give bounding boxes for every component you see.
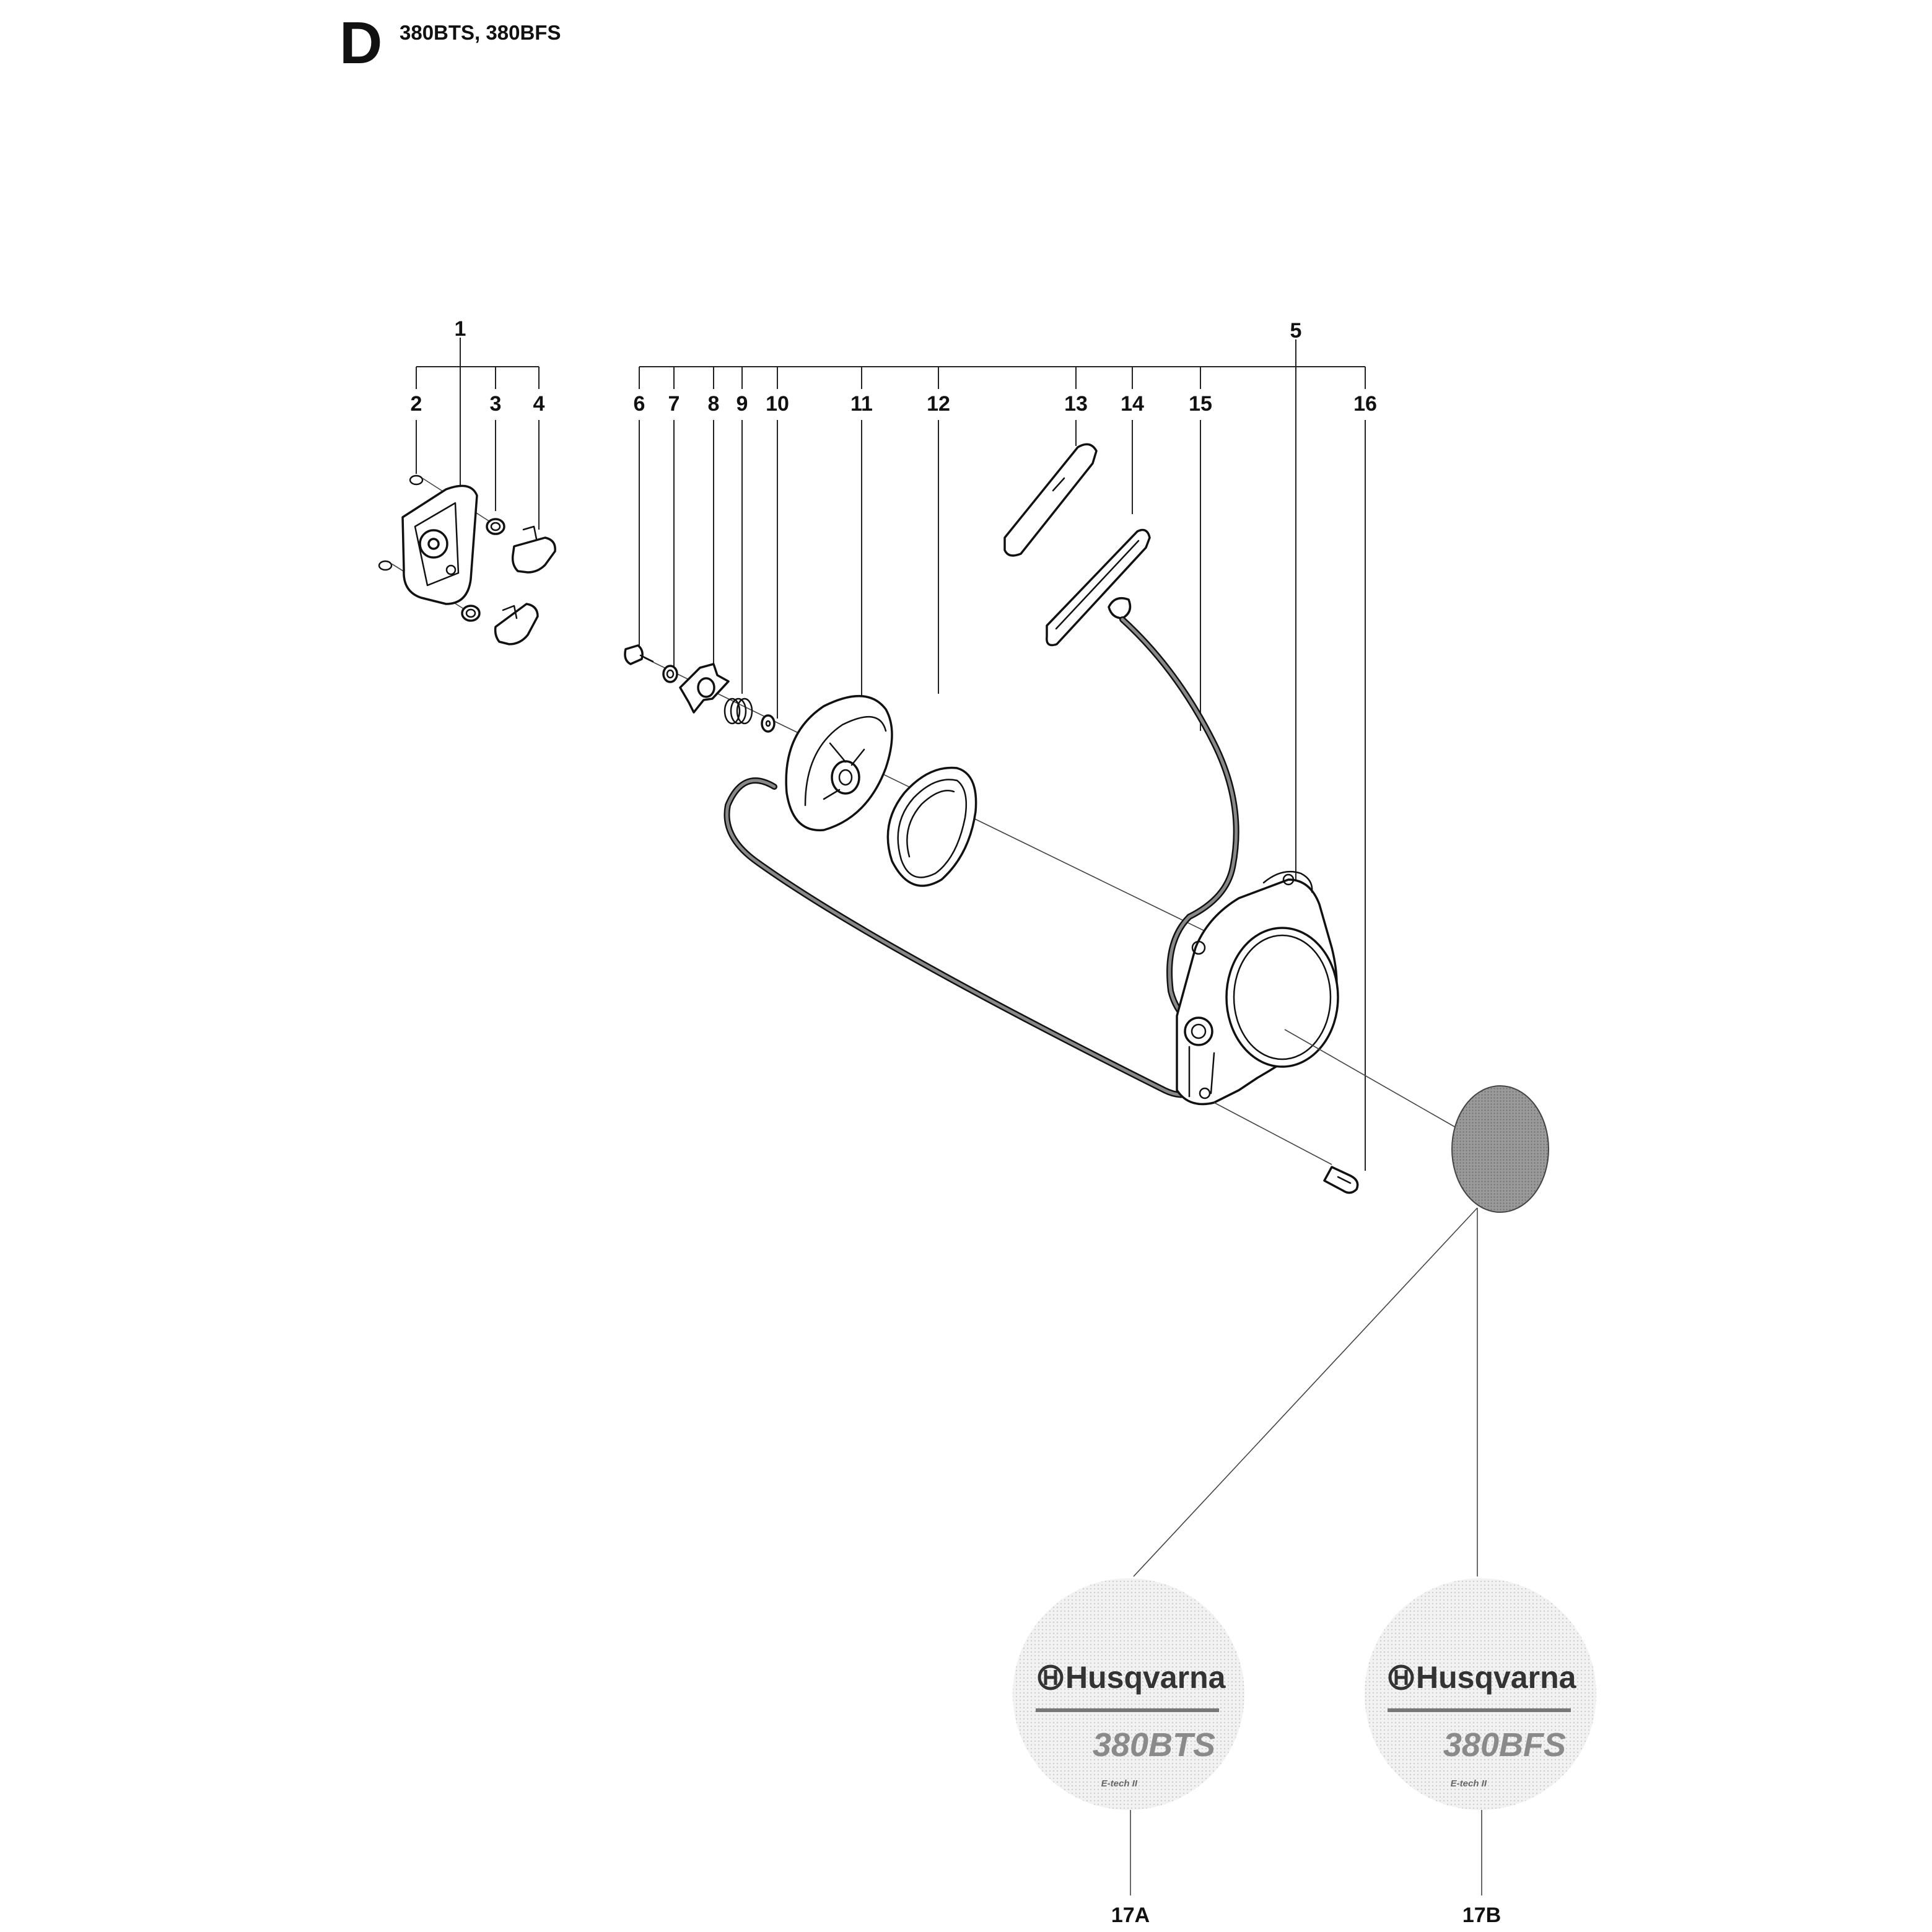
callout-17a: 17A [1111,1904,1150,1927]
decal-a-model: 380BTS [1093,1726,1215,1764]
retaining-ring-lower [378,560,393,571]
model-list: 380BTS, 380BFS [400,21,561,44]
callout-group-5 [639,339,1366,1171]
husqvarna-logo-icon [1038,1664,1064,1690]
pawl-spring-upper [486,518,505,535]
recoil-spring [886,766,977,887]
washer-7 [662,665,678,683]
callout-9: 9 [737,392,748,416]
starter-internals [624,644,1227,1098]
callout-16: 16 [1353,392,1377,416]
decal-b-model: 380BFS [1443,1726,1566,1764]
decal-b-subtitle: E-tech II [1451,1778,1487,1789]
handle-grip [1003,443,1098,557]
callout-13: 13 [1064,392,1088,416]
decal-disc [1451,1085,1549,1213]
callout-1: 1 [455,317,466,341]
coil-spring [723,697,753,725]
pawl-spring-lower [461,605,481,622]
section-letter: D [339,10,382,76]
pawl-lower [494,603,539,645]
center-screw [624,644,644,665]
callout-15: 15 [1189,392,1212,416]
washer-10 [761,714,776,733]
callout-12: 12 [927,392,950,416]
retaining-ring-upper [409,474,424,486]
decal-a-subtitle: E-tech II [1101,1778,1138,1789]
decal-17a: Husqvarna 380BTS E-tech II [1013,1578,1244,1810]
starter-handle-assembly [1003,443,1239,1031]
decal-a-brand: Husqvarna [1065,1660,1226,1695]
callout-2: 2 [411,392,422,416]
callout-4: 4 [533,392,545,416]
handle-insert [1046,528,1151,647]
pawl-carrier-assembly [378,474,556,645]
callout-6: 6 [634,392,645,416]
housing-screw [1213,1102,1359,1194]
callout-17b: 17B [1462,1904,1501,1927]
callout-14: 14 [1121,392,1144,416]
starter-housing [1176,870,1339,1106]
rope-pulley [785,694,893,832]
decal-17b: Husqvarna 380BFS E-tech II [1365,1578,1596,1810]
callout-3: 3 [490,392,502,416]
callout-7: 7 [668,392,680,416]
callout-10: 10 [766,392,789,416]
pawl-upper [511,536,556,574]
callout-8: 8 [708,392,720,416]
decal-b-brand: Husqvarna [1416,1660,1577,1695]
callout-11: 11 [850,392,873,416]
husqvarna-logo-icon [1388,1664,1414,1690]
callout-5: 5 [1290,319,1302,343]
